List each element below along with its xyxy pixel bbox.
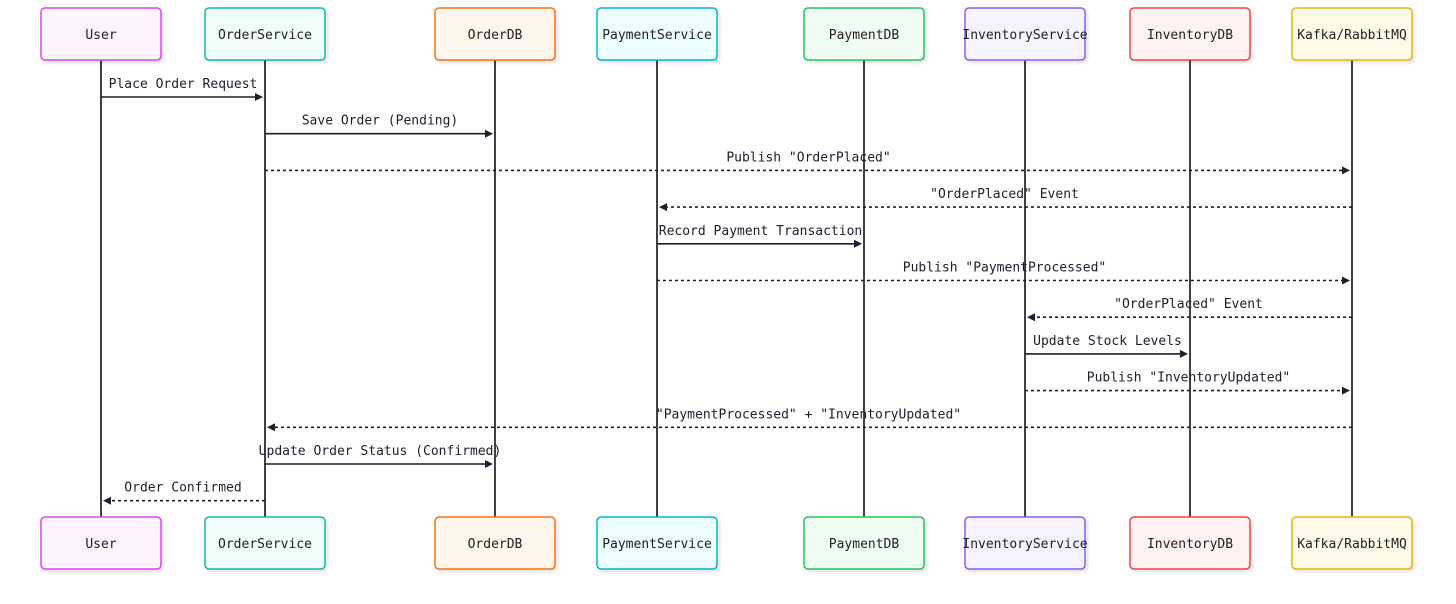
message-6: Publish "PaymentProcessed" [657,261,1350,285]
actor-label: InventoryDB [1147,28,1233,43]
arrowhead-icon [485,460,493,468]
actor-label: OrderDB [468,537,523,552]
message-label: Record Payment Transaction [659,224,863,239]
arrowhead-icon [1342,386,1350,395]
actor-label: OrderService [218,537,312,552]
arrowhead-icon [1027,313,1035,322]
actor-label: Kafka/RabbitMQ [1297,28,1407,43]
message-7: "OrderPlaced" Event [1027,297,1352,322]
message-2: Save Order (Pending) [265,114,493,138]
actor-box [204,7,326,61]
actor-box [596,7,718,61]
actor-broker-bottom[interactable]: Kafka/RabbitMQ [1291,516,1413,570]
message-10: "PaymentProcessed" + "InventoryUpdated" [267,407,1352,432]
actor-box [1291,7,1413,61]
message-label: Place Order Request [109,77,258,92]
message-1: Place Order Request [101,77,263,101]
actor-orderdb-bottom[interactable]: OrderDB [434,516,556,570]
message-label: Update Stock Levels [1033,334,1182,349]
actor-box [1129,7,1251,61]
actor-orderservice-bottom[interactable]: OrderService [204,516,326,570]
actor-label: PaymentService [602,28,712,43]
lifelines [100,60,1353,517]
actor-label: User [85,28,116,43]
actor-label: Kafka/RabbitMQ [1297,537,1407,552]
message-label: Update Order Status (Confirmed) [259,444,502,459]
actor-inventorydb-bottom[interactable]: InventoryDB [1129,516,1251,570]
message-label: "PaymentProcessed" + "InventoryUpdated" [656,407,961,422]
actor-box [40,516,162,570]
actor-box [803,516,925,570]
actor-label: OrderDB [468,28,523,43]
arrowhead-icon [485,129,493,138]
actor-box [964,7,1086,61]
message-12: Order Confirmed [103,481,265,505]
arrowhead-icon [1342,276,1350,285]
message-label: Publish "OrderPlaced" [726,150,890,165]
message-label: Order Confirmed [124,481,241,496]
actor-paymentdb-bottom[interactable]: PaymentDB [803,516,925,570]
actor-orderdb-top[interactable]: OrderDB [434,7,556,61]
actor-broker-top[interactable]: Kafka/RabbitMQ [1291,7,1413,61]
actor-inventoryservice-top[interactable]: InventoryService [962,7,1088,61]
message-label: Save Order (Pending) [302,114,459,129]
actor-paymentservice-bottom[interactable]: PaymentService [596,516,718,570]
actor-label: InventoryDB [1147,537,1233,552]
actor-box [40,7,162,61]
message-label: "OrderPlaced" Event [1114,297,1263,312]
actor-paymentdb-top[interactable]: PaymentDB [803,7,925,61]
actor-box [1291,516,1413,570]
actor-box [1129,516,1251,570]
message-9: Publish "InventoryUpdated" [1025,371,1350,395]
message-11: Update Order Status (Confirmed) [259,444,502,468]
actor-label: User [85,537,116,552]
message-3: Publish "OrderPlaced" [265,150,1350,175]
actors-top-row: User OrderService OrderDB PaymentService Pay… [40,7,1413,61]
arrowhead-icon [854,239,862,248]
actor-orderservice-top[interactable]: OrderService [204,7,326,61]
actor-box [204,516,326,570]
arrowhead-icon [1180,349,1188,358]
actor-label: InventoryService [962,537,1087,552]
actor-label: PaymentDB [829,28,900,43]
actors-bottom-row: User OrderService OrderDB PaymentService Pay… [40,516,1413,570]
arrowhead-icon [103,496,111,505]
arrowhead-icon [1342,166,1350,175]
arrowhead-icon [267,423,275,432]
actor-box [803,7,925,61]
actor-inventorydb-top[interactable]: InventoryDB [1129,7,1251,61]
actor-box [434,516,556,570]
actor-label: OrderService [218,28,312,43]
message-5: Record Payment Transaction [657,224,862,248]
actor-box [964,516,1086,570]
arrowhead-icon [659,203,667,212]
actor-label: PaymentDB [829,537,900,552]
actor-inventoryservice-bottom[interactable]: InventoryService [962,516,1088,570]
message-label: "OrderPlaced" Event [930,187,1079,202]
actor-user-top[interactable]: User [40,7,162,61]
actor-box [434,7,556,61]
arrowhead-icon [255,93,263,101]
message-label: Publish "InventoryUpdated" [1087,371,1291,386]
message-8: Update Stock Levels [1025,334,1188,358]
actor-label: InventoryService [962,28,1087,43]
actor-paymentservice-top[interactable]: PaymentService [596,7,718,61]
actor-user-bottom[interactable]: User [40,516,162,570]
message-label: Publish "PaymentProcessed" [903,261,1107,276]
actor-label: PaymentService [602,537,712,552]
message-4: "OrderPlaced" Event [659,187,1352,212]
actor-box [596,516,718,570]
